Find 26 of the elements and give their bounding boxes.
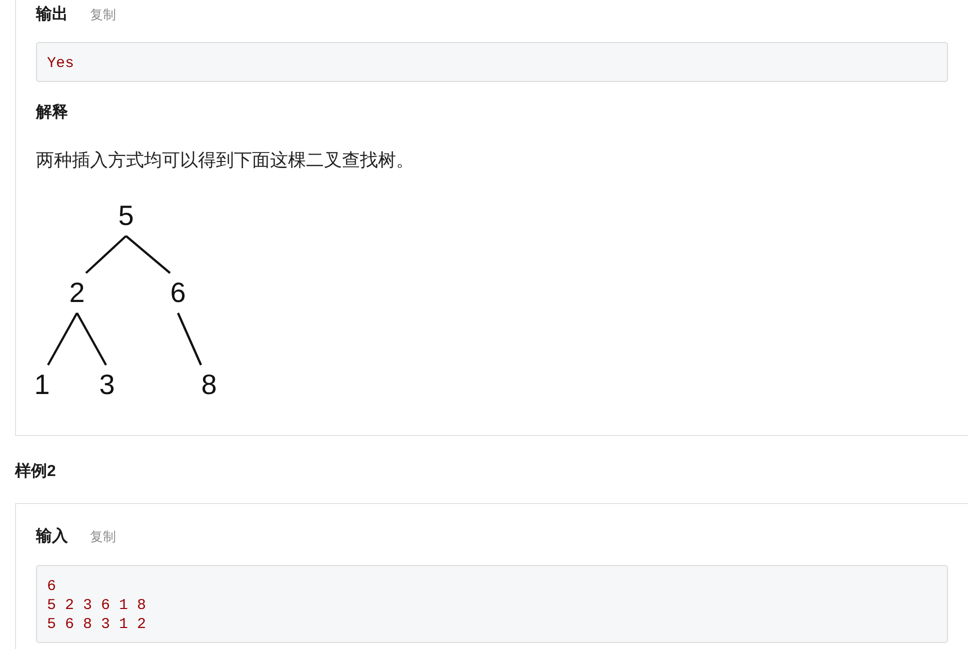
node-number: 3 (94, 365, 120, 405)
code-line: 5 6 8 3 1 2 (47, 614, 146, 634)
node-number: 1 (29, 365, 55, 405)
section-heading: 输出 (36, 4, 68, 25)
tree-edge (125, 235, 171, 274)
sample-card (15, 503, 968, 649)
section-heading: 解释 (36, 102, 68, 123)
sample-card (15, 0, 968, 436)
code-block (36, 42, 948, 82)
code-line: 5 2 3 6 1 8 (47, 596, 146, 614)
explanation-text: 两种插入方式均可以得到下面这棵二叉查找树。 (36, 149, 414, 172)
tree-edge (47, 312, 78, 366)
node-number: 6 (165, 273, 191, 313)
code-line: 6 (47, 576, 56, 596)
node-number: 8 (196, 365, 222, 405)
code-block (36, 565, 948, 643)
node-number: 2 (64, 273, 90, 313)
node-number: 5 (113, 196, 139, 236)
copy-button: 复制 (90, 5, 116, 25)
section-heading: 样例2 (15, 462, 56, 482)
tree-edge (76, 312, 107, 366)
tree-edge (85, 235, 127, 274)
code-line: Yes (47, 54, 74, 72)
section-heading: 输入 (36, 526, 68, 547)
tree-edge (177, 312, 202, 366)
copy-button: 复制 (90, 527, 116, 547)
